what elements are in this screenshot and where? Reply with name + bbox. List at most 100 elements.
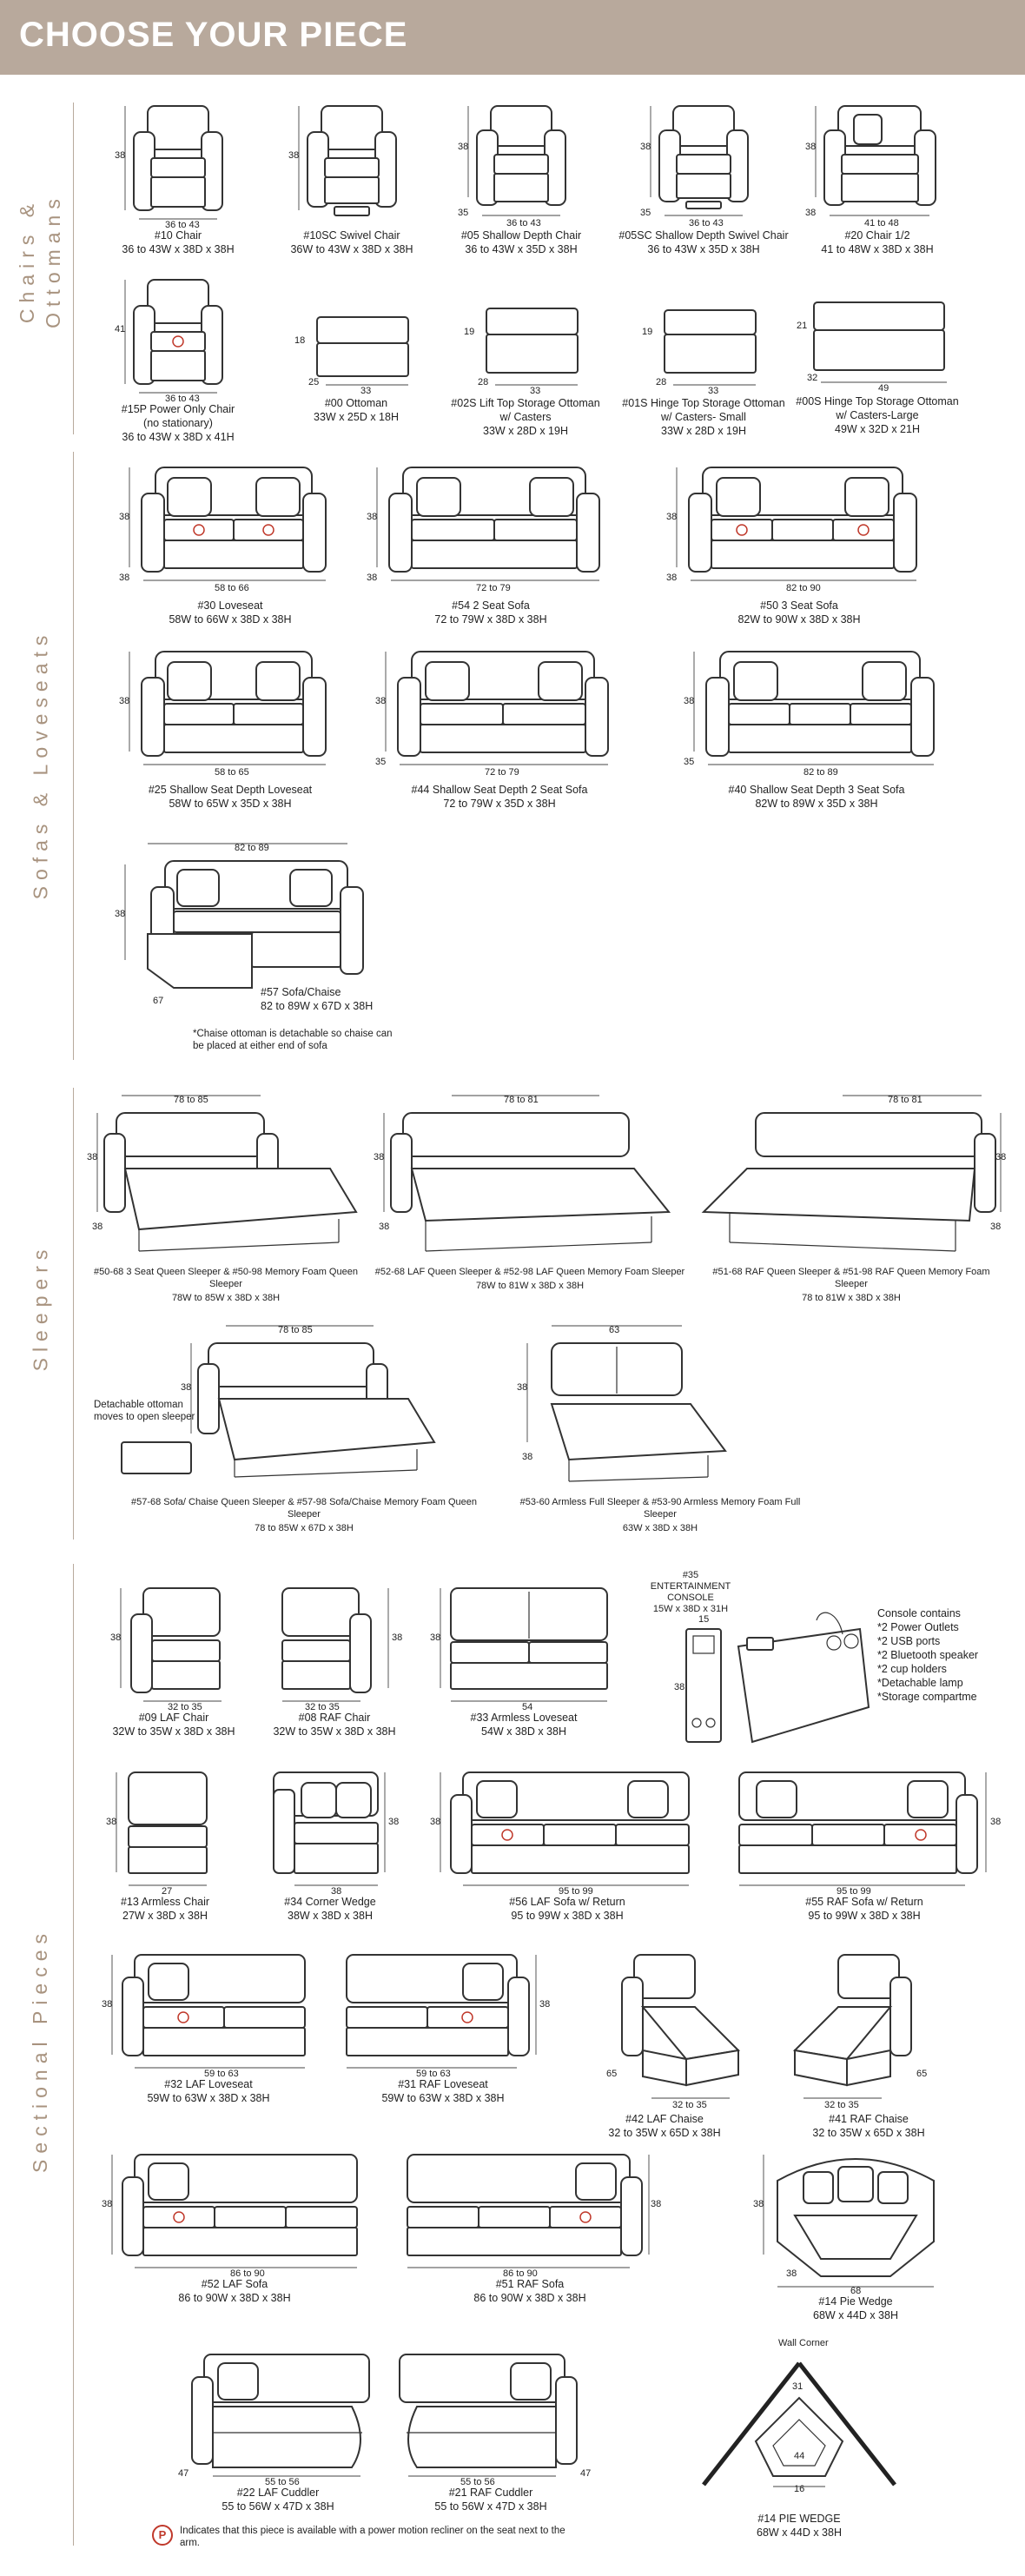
cup-holder-icon <box>705 1718 716 1728</box>
svg-text:38: 38 <box>92 1222 102 1232</box>
svg-text:47: 47 <box>580 2468 591 2479</box>
section-divider <box>73 1088 74 1540</box>
piece-spec: 33W x 28D x 19H <box>661 425 746 437</box>
piece-54-2-seat-sofa[interactable]: 38 38 72 to 79 #54 2 Seat Sofa 72 to 79W… <box>360 459 621 626</box>
svg-text:38: 38 <box>640 142 651 152</box>
piece-10sc-swivel-chair[interactable]: 38 #10SC Swivel Chair 36W to 43W x 38D x… <box>274 97 430 255</box>
piece-spec: 58W to 66W x 38D x 38H <box>169 613 292 626</box>
page-banner: CHOOSE YOUR PIECE <box>0 0 1025 75</box>
piece-spec: 82W to 90W x 38D x 38H <box>737 613 861 626</box>
sleeper-50-68[interactable]: 78 to 85 38 38 #50-68 3 Seat Queen Sleep… <box>87 1090 365 1304</box>
sleeper-drawing: 63 38 38 <box>517 1325 727 1482</box>
sleeper-51-68[interactable]: 78 to 81 38 38 #51-68 RAF Queen Sleeper … <box>695 1090 1008 1304</box>
piece-name: #44 Shallow Seat Depth 2 Seat Sofa <box>411 784 588 796</box>
sofa-drawing: 38 86 to 90 <box>102 2154 358 2279</box>
svg-text:36 to 43: 36 to 43 <box>165 220 200 230</box>
piece-spec: 38W x 38D x 38H <box>288 1910 373 1922</box>
power-recliner-icon <box>915 1829 927 1841</box>
piece-spec: 32 to 35W x 65D x 38H <box>608 2127 721 2139</box>
power-recliner-icon <box>177 2011 189 2023</box>
piece-21-raf-cuddler[interactable]: 47 55 to 56 #21 RAF Cuddler 55 to 56W x … <box>387 2346 595 2513</box>
sofa-drawing: 38 38 72 to 79 <box>367 467 600 593</box>
piece-20-chair-half[interactable]: 38 38 41 to 48 #20 Chair 1/2 41 to 48W x… <box>799 97 956 255</box>
sleeper-drawing: 78 to 81 38 38 <box>701 1095 1006 1252</box>
piece-22-laf-cuddler[interactable]: 47 55 to 56 #22 LAF Cuddler 55 to 56W x … <box>174 2346 382 2513</box>
piece-08-raf-chair[interactable]: 38 32 to 35 #08 RAF Chair 32W to 35W x 3… <box>256 1579 413 1738</box>
section-label-sleepers: Sleepers <box>29 1243 51 1372</box>
svg-text:38: 38 <box>805 142 816 152</box>
piece-25-shallow-loveseat[interactable]: 38 58 to 65 #25 Shallow Seat Depth Loves… <box>113 643 347 810</box>
piece-14-pie-wedge[interactable]: 38 38 68 #14 Pie Wedge 68W x 44D x 38H <box>747 2146 964 2321</box>
svg-text:38: 38 <box>392 1632 402 1643</box>
piece-14-pie-wedge-plan[interactable]: Wall Corner 31 44 16 #14 PIE WEDGE 68W x… <box>686 2337 912 2539</box>
sleeper-57-68[interactable]: 78 to 85 38 #57-68 Sofa/ Chaise Queen Sl… <box>121 1321 486 1534</box>
piece-01s-hinge-storage-ottoman[interactable]: 19 28 33 #01S Hinge Top Storage Ottoman … <box>621 300 786 437</box>
piece-00-ottoman[interactable]: 18 25 33 #00 Ottoman 33W x 25D x 18H <box>287 300 426 423</box>
console-feature: *2 Power Outlets <box>877 1621 959 1633</box>
chaise-drawing: 65 32 to 35 <box>606 1954 741 2110</box>
piece-33-armless-loveseat[interactable]: 38 54 #33 Armless Loveseat 54W x 38D x 3… <box>424 1579 624 1738</box>
svg-text:38: 38 <box>990 1817 1001 1827</box>
piece-spec: 59W to 63W x 38D x 38H <box>381 2092 505 2104</box>
piece-50-3-seat-sofa[interactable]: 38 38 82 to 90 #50 3 Seat Sofa 82W to 90… <box>660 459 938 626</box>
sleeper-drawing: 78 to 85 38 38 <box>87 1095 358 1252</box>
piece-55-raf-sofa-return[interactable]: 38 95 to 99 #55 RAF Sofa w/ Return 95 to… <box>721 1764 1008 1922</box>
console-number: #35 <box>682 1570 699 1580</box>
piece-41-raf-chaise[interactable]: 65 32 to 35 #41 RAF Chaise 32 to 35W x 6… <box>782 1946 956 2139</box>
piece-32-laf-loveseat[interactable]: 38 59 to 63 #32 LAF Loveseat 59W to 63W … <box>96 1946 321 2104</box>
piece-name: #52-68 LAF Queen Sleeper & #52-98 LAF Qu… <box>374 1267 685 1277</box>
piece-56-laf-sofa-return[interactable]: 38 95 to 99 #56 LAF Sofa w/ Return 95 to… <box>424 1764 711 1922</box>
legend-text: Indicates that this piece is available w… <box>180 2526 565 2548</box>
power-recliner-icon <box>857 524 870 536</box>
svg-text:65: 65 <box>916 2069 927 2079</box>
svg-text:55 to 56: 55 to 56 <box>460 2477 495 2487</box>
piece-10-chair[interactable]: 38 36 to 43 #10 Chair 36 to 43W x 38D x … <box>104 97 252 255</box>
piece-31-raf-loveseat[interactable]: 38 59 to 63 #31 RAF Loveseat 59W to 63W … <box>330 1946 556 2104</box>
piece-name: #51-68 RAF Queen Sleeper & #51-98 RAF Qu… <box>712 1267 990 1289</box>
piece-52-laf-sofa[interactable]: 38 86 to 90 #52 LAF Sofa 86 to 90W x 38D… <box>96 2146 374 2304</box>
piece-35-entertainment-console[interactable]: 15 38 <box>669 1612 877 1768</box>
piece-34-corner-wedge[interactable]: 38 38 #34 Corner Wedge 38W x 38D x 38H <box>252 1764 408 1922</box>
svg-text:38: 38 <box>651 2199 661 2209</box>
speaker-icon <box>843 1633 859 1649</box>
sleeper-52-68[interactable]: 78 to 81 38 38 #52-68 LAF Queen Sleeper … <box>374 1090 686 1292</box>
piece-05-shallow-depth-chair[interactable]: 38 35 36 to 43 #05 Shallow Depth Chair 3… <box>443 97 599 255</box>
piece-02s-lift-storage-ottoman[interactable]: 19 28 33 #02S Lift Top Storage Ottoman w… <box>443 300 608 437</box>
piece-name: #08 RAF Chair <box>298 1712 371 1724</box>
piece-42-laf-chaise[interactable]: 65 32 to 35 #42 LAF Chaise 32 to 35W x 6… <box>578 1946 751 2139</box>
piece-40-shallow-3-seat-sofa[interactable]: 38 35 82 to 89 #40 Shallow Seat Depth 3 … <box>678 643 956 810</box>
piece-name: #55 RAF Sofa w/ Return <box>805 1896 923 1908</box>
piece-13-armless-chair[interactable]: 38 27 #13 Armless Chair 27W x 38D x 38H <box>96 1764 235 1922</box>
piece-name: #00S Hinge Top Storage Ottoman <box>796 395 959 407</box>
piece-09-laf-chair[interactable]: 38 32 to 35 #09 LAF Chair 32W to 35W x 3… <box>96 1579 252 1738</box>
ottoman-drawing: 19 28 33 <box>464 308 579 396</box>
piece-15p-power-chair[interactable]: 41 36 to 43 #15P Power Only Chair (no st… <box>104 271 252 443</box>
piece-name: #52 LAF Sofa <box>201 2278 268 2290</box>
sleeper-53-60[interactable]: 63 38 38 #53-60 Armless Full Sleeper & #… <box>504 1321 817 1534</box>
piece-44-shallow-2-seat-sofa[interactable]: 38 35 72 to 79 #44 Shallow Seat Depth 2 … <box>369 643 630 810</box>
svg-text:28: 28 <box>478 377 488 387</box>
piece-00s-hinge-storage-ottoman-large[interactable]: 21 32 49 #00S Hinge Top Storage Ottoman … <box>790 294 964 435</box>
svg-text:78 to 85: 78 to 85 <box>278 1325 313 1335</box>
sofa-drawing: 38 95 to 99 <box>738 1771 1001 1897</box>
piece-name: #01S Hinge Top Storage Ottoman <box>622 397 785 409</box>
svg-text:86 to 90: 86 to 90 <box>503 2268 538 2279</box>
piece-name: #50 3 Seat Sofa <box>760 599 838 612</box>
piece-57-sofa-chaise[interactable]: 82 to 89 38 67 #57 Sofa/Chaise 82 to 89W… <box>113 838 391 1012</box>
piece-name: #51 RAF Sofa <box>495 2278 565 2290</box>
piece-30-loveseat[interactable]: 38 38 58 to 66 #30 Loveseat 58W to 66W x… <box>113 459 347 626</box>
svg-text:78 to 81: 78 to 81 <box>888 1095 922 1105</box>
piece-05sc-shallow-swivel-chair[interactable]: 38 35 36 to 43 #05SC Shallow Depth Swive… <box>617 97 790 255</box>
piece-spec: 55 to 56W x 47D x 38H <box>222 2500 334 2513</box>
piece-spec: 82 to 89W x 67D x 38H <box>261 1000 374 1012</box>
chair-drawing: 41 36 to 43 <box>115 279 223 404</box>
piece-spec: 68W x 44D x 38H <box>813 2309 898 2321</box>
svg-text:55 to 56: 55 to 56 <box>265 2477 300 2487</box>
speaker-icon <box>826 1635 842 1651</box>
piece-51-raf-sofa[interactable]: 38 86 to 90 #51 RAF Sofa 86 to 90W x 38D… <box>391 2146 669 2304</box>
svg-text:47: 47 <box>178 2468 188 2479</box>
lamp-icon <box>816 1612 843 1635</box>
svg-text:38: 38 <box>522 1452 532 1462</box>
piece-name: #05SC Shallow Depth Swivel Chair <box>618 229 789 242</box>
wedge-drawing: 38 38 <box>273 1771 399 1897</box>
